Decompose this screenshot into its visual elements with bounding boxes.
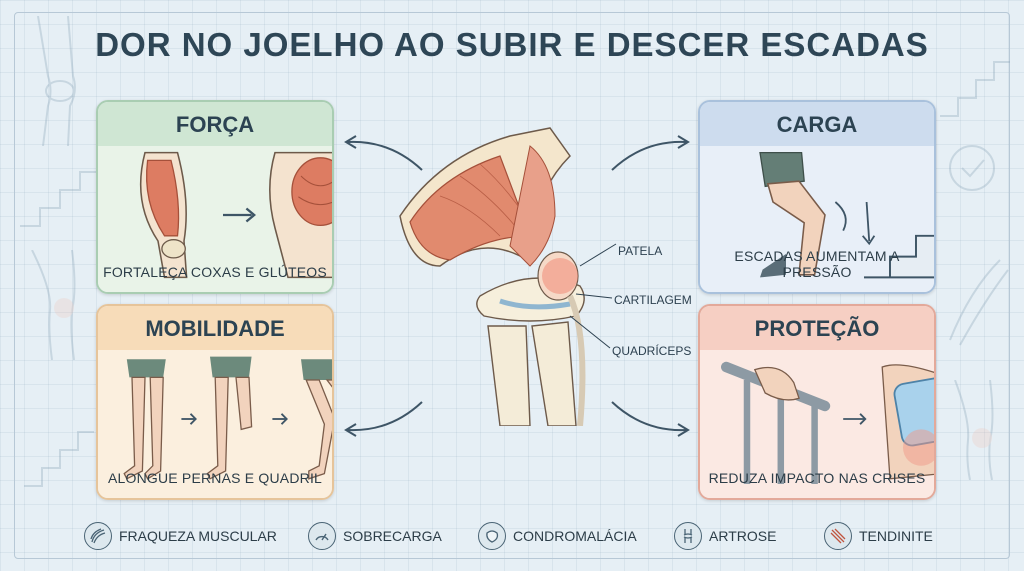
footer-conditions: FRAQUEZA MUSCULAR SOBRECARGA CONDROMALÁC… [0, 512, 1024, 558]
card-forca-body: FORTALEÇA COXAS E GLÚTEOS [98, 146, 332, 292]
footer-label-fraqueza: FRAQUEZA MUSCULAR [119, 528, 277, 544]
muscle-fiber-icon [84, 522, 112, 550]
background-stairs-icon-2 [24, 431, 94, 487]
card-forca: FORÇA FORTALEÇA COXAS E GLÚTEOS [96, 100, 334, 294]
footer-item-sobrecarga: SOBRECARGA [308, 522, 442, 550]
arrow-to-forca-icon [344, 135, 423, 171]
gauge-icon [308, 522, 336, 550]
background-knee-sketch-icon [31, 250, 76, 360]
label-patela: PATELA [618, 244, 663, 258]
footer-item-condromalacia: CONDROMALÁCIA [478, 522, 637, 550]
joint-icon [674, 522, 702, 550]
footer-label-sobrecarga: SOBRECARGA [343, 528, 442, 544]
footer-item-artrose: ARTROSE [674, 522, 776, 550]
footer-label-condromalacia: CONDROMALÁCIA [513, 528, 637, 544]
card-mobilidade: MOBILIDADE ALONGUE PERNAS E QUADRIL [96, 304, 334, 500]
card-carga-title: CARGA [700, 102, 934, 146]
cartilage-icon [478, 522, 506, 550]
arrow-to-protecao-icon [611, 401, 690, 437]
arrow-to-mobilidade-icon [344, 401, 423, 437]
card-protecao-body: REDUZA IMPACTO NAS CRISES [700, 350, 934, 498]
footer-item-tendinite: TENDINITE [824, 522, 933, 550]
card-protecao: PROTEÇÃO REDUZA IMPACTO NAS CRISES [698, 304, 936, 500]
background-stairs-icon-3 [940, 61, 1010, 117]
card-carga: CARGA ESCADAS AUMENTAM A PRESSÃO [698, 100, 936, 294]
outer-frame [14, 12, 1010, 559]
stretching-legs-illustration [123, 356, 332, 480]
tendon-icon [824, 522, 852, 550]
card-mobilidade-title: MOBILIDADE [98, 306, 332, 350]
background-leg-sketch-icon [37, 16, 76, 146]
label-cartilagem: CARTILAGEM [614, 293, 692, 307]
label-quadriceps: QUADRÍCEPS [612, 344, 692, 358]
card-forca-caption: FORTALEÇA COXAS E GLÚTEOS [103, 264, 327, 280]
card-protecao-title: PROTEÇÃO [700, 306, 934, 350]
background-muscle-sketch-icon [949, 259, 1009, 346]
background-knee-sketch-icon-2 [954, 380, 994, 480]
background-check-icon [949, 145, 995, 191]
footer-item-fraqueza: FRAQUEZA MUSCULAR [84, 522, 277, 550]
knee-anatomy-illustration [399, 127, 617, 426]
handrail-ice-pack-illustration [720, 361, 934, 484]
card-carga-caption: ESCADAS AUMENTAM A PRESSÃO [734, 248, 900, 280]
card-mobilidade-caption: ALONGUE PERNAS E QUADRIL [107, 470, 323, 486]
thigh-glute-muscles-illustration [139, 151, 332, 279]
page-title: DOR NO JOELHO AO SUBIR E DESCER ESCADAS [95, 26, 929, 63]
card-forca-title: FORÇA [98, 102, 332, 146]
background-stairs-icon [20, 171, 100, 227]
footer-label-artrose: ARTROSE [709, 528, 777, 544]
leg-climbing-stairs-illustration [759, 151, 934, 279]
card-protecao-caption: REDUZA IMPACTO NAS CRISES [708, 470, 926, 486]
arrow-to-carga-icon [611, 135, 690, 171]
card-mobilidade-body: ALONGUE PERNAS E QUADRIL [98, 350, 332, 498]
footer-label-tendinite: TENDINITE [859, 528, 933, 544]
card-carga-body: ESCADAS AUMENTAM A PRESSÃO [700, 146, 934, 292]
